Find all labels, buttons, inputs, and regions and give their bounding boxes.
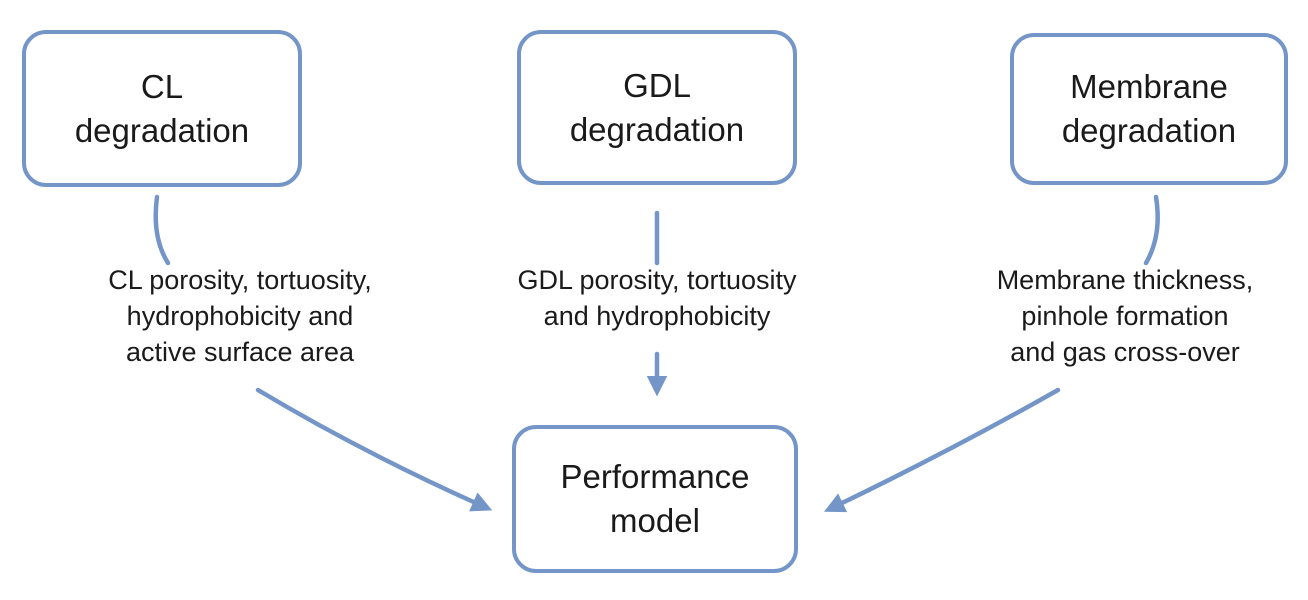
membrane-parameters-to-performance-arrow — [824, 387, 1061, 513]
annotation-gdl-parameters: GDL porosity, tortuosity and hydrophobic… — [517, 265, 797, 331]
annotation-cl-parameters: CL porosity, tortuosity, hydrophobicity … — [108, 265, 372, 367]
cl-parameters-to-performance-arrow — [255, 387, 493, 512]
annotation-membrane-parameters: Membrane thickness, pinhole formation an… — [996, 265, 1254, 367]
node-gdl-degradation: GDL degradation — [517, 30, 797, 185]
node-cl-degradation: CL degradation — [22, 30, 302, 187]
node-performance-model: Performance model — [512, 425, 798, 573]
cl-box-to-parameters-connector — [153, 194, 171, 266]
membrane-box-to-parameters-connector — [1143, 194, 1160, 266]
node-membrane-degradation: Membrane degradation — [1010, 33, 1288, 185]
